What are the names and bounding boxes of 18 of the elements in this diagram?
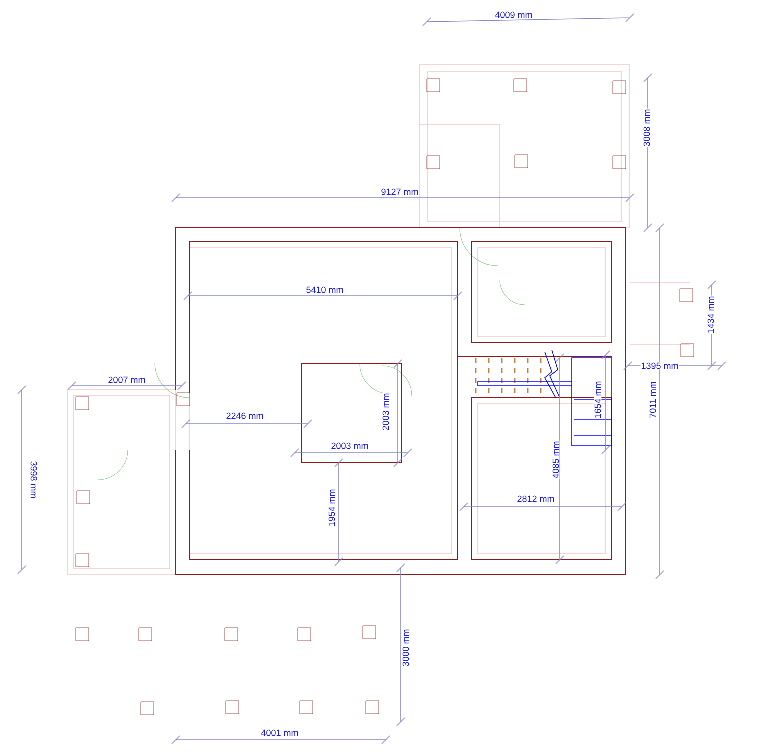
dimension-label: 1434 mm xyxy=(707,296,715,334)
dimension-label: 9127 mm xyxy=(380,188,420,196)
dimension-label: 3000 mm xyxy=(402,628,410,668)
dimension-label: 4001 mm xyxy=(260,729,300,737)
dimension-label: 1954 mm xyxy=(328,488,336,528)
dimension-label: 1654 mm xyxy=(594,380,602,420)
dimension-label: 2246 mm xyxy=(226,412,264,420)
dimension-label: 7011 mm xyxy=(649,381,657,419)
dimension-label: 4009 mm xyxy=(494,11,534,19)
dimension-label: 3008 mm xyxy=(643,108,651,148)
dimension-label: 5410 mm xyxy=(306,286,344,294)
dimension-label: 2812 mm xyxy=(516,495,556,503)
dimension-label: 2003 mm xyxy=(330,442,370,450)
dimension-label: 1395 mm xyxy=(640,362,680,370)
dimension-label: 2007 mm xyxy=(108,376,146,384)
dimension-label: 2003 mm xyxy=(382,392,390,432)
dimension-label: 3998 mm xyxy=(30,460,38,500)
dimension-label: 4085 mm xyxy=(552,440,560,480)
